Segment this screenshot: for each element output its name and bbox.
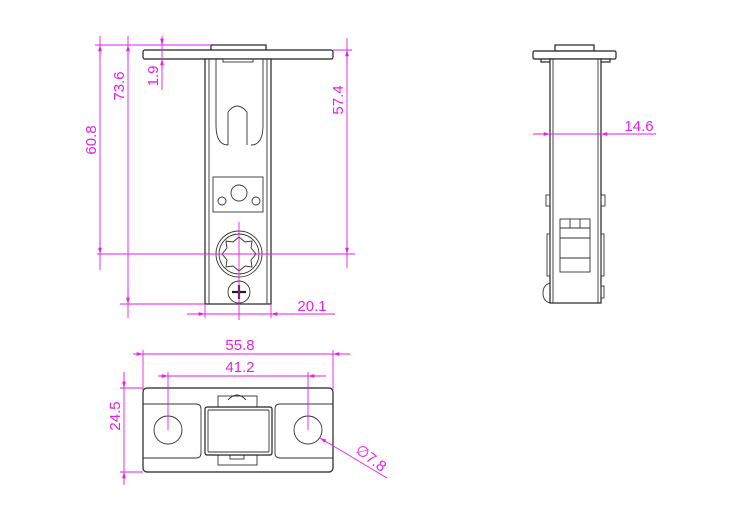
retainer-block xyxy=(212,176,264,213)
dim-backset: 60.8 xyxy=(83,125,100,154)
dim-plate-thickness: 1.9 xyxy=(145,66,162,87)
faceplate xyxy=(142,49,334,60)
bolt-opening xyxy=(204,406,273,456)
dim-plate-length: 55.8 xyxy=(225,337,254,354)
dim-thickness: 14.6 xyxy=(624,118,653,135)
side-view: 14.6 xyxy=(532,44,656,304)
latch-body xyxy=(204,58,272,305)
front-view: 73.6 60.8 1.9 57.4 20.1 xyxy=(83,36,355,320)
dim-width: 20.1 xyxy=(297,298,326,315)
dim-hole-diameter: ∅7.8 xyxy=(352,441,389,475)
dim-hole-spacing: 41.2 xyxy=(225,359,254,376)
bottom-view: 55.8 41.2 24.5 ∅7.8 xyxy=(107,337,389,485)
side-body xyxy=(549,58,602,304)
dim-center-to-face: 57.4 xyxy=(330,85,347,114)
dim-plate-width: 24.5 xyxy=(107,401,124,430)
bolt-slot xyxy=(215,59,264,146)
dim-overall-height: 73.6 xyxy=(111,71,128,100)
side-faceplate xyxy=(532,50,617,60)
